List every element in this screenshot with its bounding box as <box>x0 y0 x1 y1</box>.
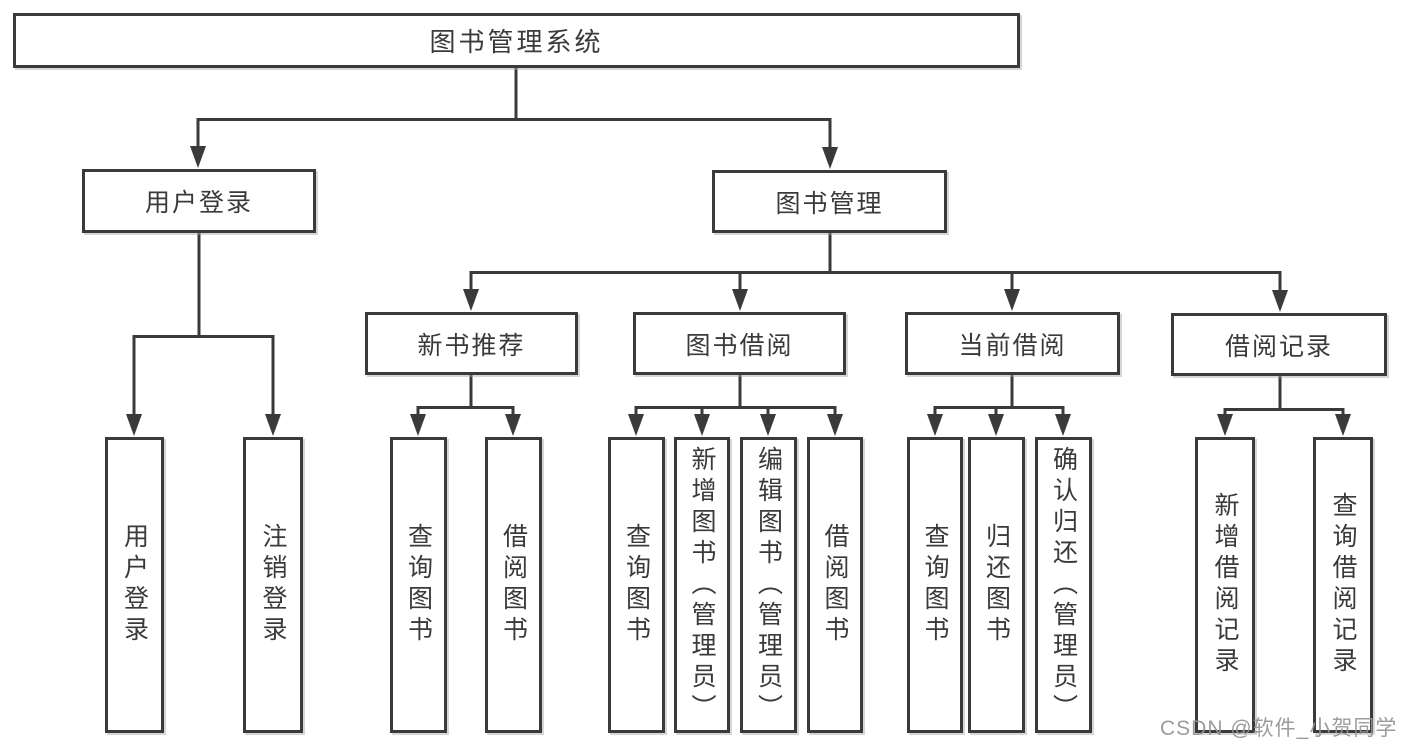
leaf-user-login: 用户登录 <box>105 437 164 733</box>
leaf-edit-books-admin: 编辑图书（管理员） <box>740 437 797 733</box>
node-book-borrowing: 图书借阅 <box>633 312 846 375</box>
leaf-query-borrow-record: 查询借阅记录 <box>1313 437 1373 733</box>
leaf-add-books-admin: 新增图书（管理员） <box>674 437 730 733</box>
leaf-logout: 注销登录 <box>243 437 303 733</box>
leaf-borrow-books-recommend: 借阅图书 <box>485 437 542 733</box>
csdn-watermark: CSDN @软件_小贺同学 <box>1160 717 1398 740</box>
node-borrowing-records: 借阅记录 <box>1171 313 1387 376</box>
leaf-add-borrow-record: 新增借阅记录 <box>1195 437 1255 733</box>
leaf-query-books-current: 查询图书 <box>907 437 963 733</box>
leaf-query-books-recommend: 查询图书 <box>390 437 447 733</box>
leaf-query-books-borrowing: 查询图书 <box>608 437 665 733</box>
node-book-management: 图书管理 <box>712 170 947 233</box>
tree-connectors <box>126 68 1351 436</box>
leaf-return-books: 归还图书 <box>968 437 1025 733</box>
node-current-borrowing: 当前借阅 <box>905 312 1120 375</box>
node-user-login: 用户登录 <box>82 169 316 233</box>
node-library-management-system: 图书管理系统 <box>13 13 1020 68</box>
leaf-borrow-books: 借阅图书 <box>807 437 863 733</box>
leaf-confirm-return-admin: 确认归还（管理员） <box>1035 437 1092 733</box>
node-new-book-recommendation: 新书推荐 <box>365 312 578 375</box>
